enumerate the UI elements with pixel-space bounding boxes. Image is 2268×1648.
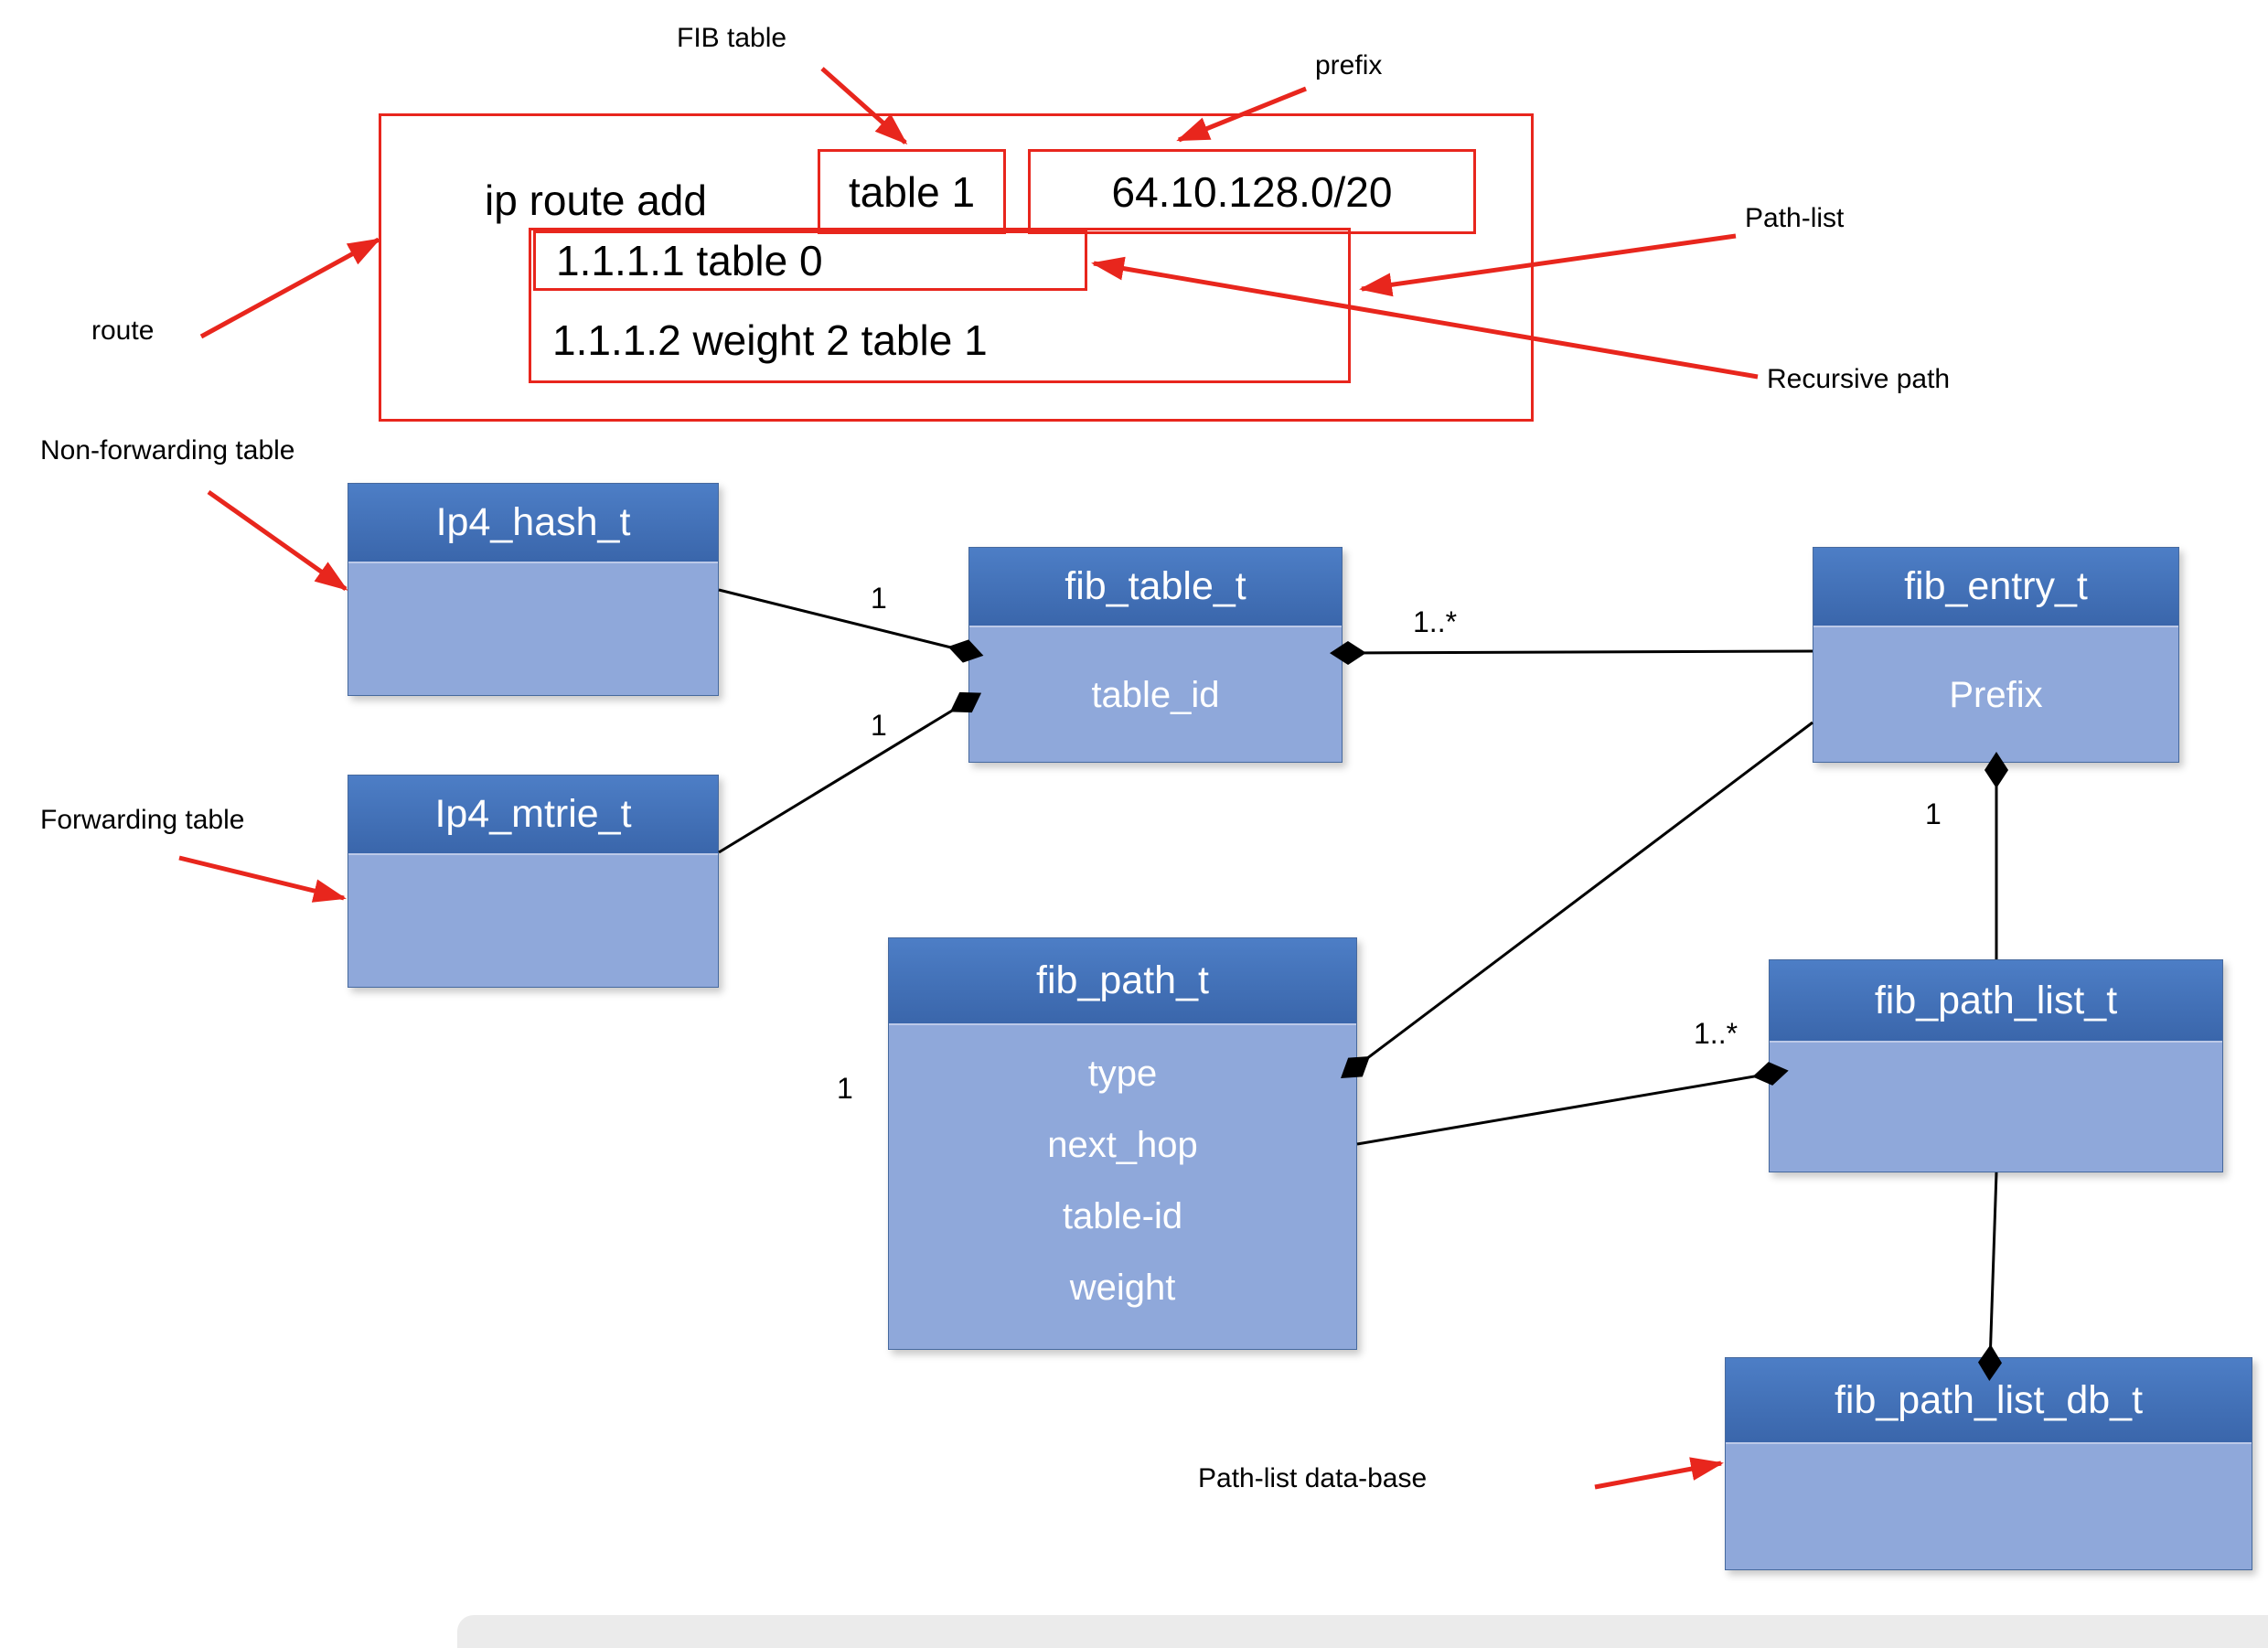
class-fib-path-name: fib_path_t	[889, 938, 1356, 1025]
non-forwarding-table-label: Non-forwarding table	[40, 435, 295, 466]
class-ip4-mtrie-name: Ip4_mtrie_t	[348, 776, 718, 855]
attr-next-hop: next_hop	[1047, 1125, 1198, 1165]
class-ip4-mtrie: Ip4_mtrie_t	[348, 775, 719, 988]
weighted-path-text: 1.1.1.2 weight 2 table 1	[552, 316, 988, 364]
mult-entry-to-path-list: 1	[1925, 797, 1942, 830]
recursive-path-box: 1.1.1.1 table 0	[533, 230, 1087, 291]
class-fib-path-list-db-body	[1726, 1444, 2252, 1569]
attr-prefix: Prefix	[1949, 674, 2043, 715]
class-ip4-hash: Ip4_hash_t	[348, 483, 719, 696]
class-fib-path-list-db: fib_path_list_db_t	[1725, 1357, 2252, 1570]
class-fib-entry: fib_entry_t Prefix	[1813, 547, 2179, 763]
class-ip4-hash-body	[348, 563, 718, 695]
bottom-slide-edge-artifact	[457, 1615, 2268, 1648]
recursive-path-label: Recursive path	[1767, 364, 1951, 394]
assoc-fibpath-fibpathlist-line	[1356, 1062, 1789, 1146]
mult-entry-to-path: 1	[837, 1072, 853, 1105]
class-ip4-hash-name: Ip4_hash_t	[348, 484, 718, 563]
attr-table-id: table-id	[1062, 1196, 1183, 1236]
path-list-db-arrow	[1594, 1457, 1724, 1490]
prefix-label: prefix	[1315, 50, 1383, 80]
class-fib-path: fib_path_t type next_hop table-id weight	[888, 937, 1357, 1350]
attr-table-id: table_id	[1091, 674, 1220, 715]
class-fib-entry-name: fib_entry_t	[1813, 548, 2178, 627]
prefix-value-text: 64.10.128.0/20	[1111, 167, 1393, 216]
class-fib-path-list: fib_path_list_t	[1769, 959, 2223, 1172]
class-fib-table: fib_table_t table_id	[968, 547, 1343, 763]
class-fib-table-name: fib_table_t	[969, 548, 1342, 627]
class-fib-path-list-name: fib_path_list_t	[1770, 960, 2222, 1043]
fib-table-value-text: table 1	[848, 167, 976, 216]
route-arrow	[199, 237, 381, 339]
mult-path-to-path-list: 1..*	[1694, 1017, 1738, 1050]
class-fib-path-list-body	[1770, 1043, 2222, 1172]
mult-hash-to-table: 1	[871, 582, 887, 615]
route-label: route	[91, 316, 155, 346]
prefix-value-box: 64.10.128.0/20	[1028, 149, 1476, 234]
recursive-path-text: 1.1.1.1 table 0	[556, 237, 823, 284]
class-ip4-mtrie-body	[348, 855, 718, 987]
mult-mtrie-to-table: 1	[871, 709, 887, 742]
assoc-ip4mtrie-fibtable-line	[718, 691, 982, 854]
class-fib-path-list-db-name: fib_path_list_db_t	[1726, 1358, 2252, 1444]
fib-table-label: FIB table	[677, 23, 787, 53]
forwarding-table-arrow	[178, 855, 347, 903]
class-fib-path-body: type next_hop table-id weight	[889, 1025, 1356, 1349]
path-list-label: Path-list	[1745, 203, 1845, 233]
attr-weight: weight	[1069, 1268, 1176, 1308]
class-fib-entry-body: Prefix	[1813, 627, 2178, 762]
class-fib-table-body: table_id	[969, 627, 1342, 762]
mult-table-to-entry: 1..*	[1413, 605, 1458, 638]
path-list-database-label: Path-list data-base	[1198, 1463, 1428, 1493]
attr-type: type	[1087, 1054, 1158, 1094]
assoc-fibentry-fibpath-line	[1341, 721, 1813, 1079]
forwarding-table-label: Forwarding table	[40, 805, 245, 835]
assoc-fibtable-fibentry-line	[1330, 641, 1813, 665]
non-forwarding-table-arrow	[207, 489, 348, 592]
route-command-text: ip route add	[485, 177, 707, 224]
assoc-ip4hash-fibtable-line	[718, 588, 984, 663]
fib-table-value-box: table 1	[818, 149, 1006, 234]
assoc-fibpathlist-db-line	[1978, 1172, 2002, 1381]
